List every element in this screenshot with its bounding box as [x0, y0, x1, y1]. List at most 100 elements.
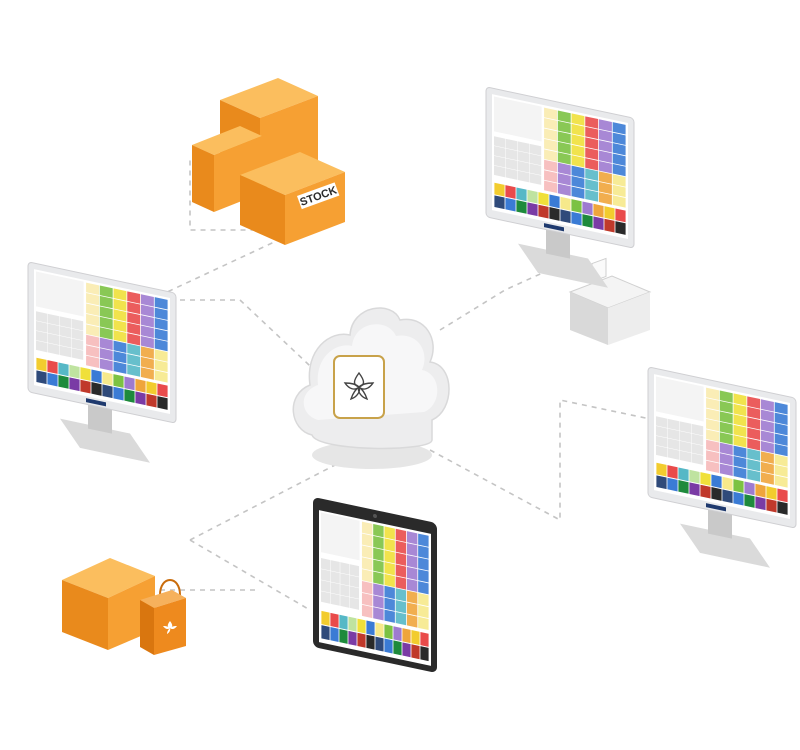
product-key: [406, 590, 418, 604]
function-key: [615, 221, 626, 235]
function-key: [157, 383, 168, 398]
product-key: [154, 297, 168, 310]
product-key: [571, 155, 585, 168]
brand-badge: [86, 398, 106, 407]
product-key: [571, 165, 585, 178]
function-key: [722, 489, 733, 504]
function-key: [411, 630, 420, 646]
function-key: [656, 475, 667, 490]
function-key: [357, 618, 366, 634]
product-key: [113, 288, 127, 301]
product-key: [361, 521, 373, 535]
function-key: [766, 486, 777, 500]
function-key: [36, 357, 47, 372]
product-key: [719, 400, 733, 414]
function-key: [420, 646, 429, 662]
keypad-key: [321, 569, 331, 582]
keypad-key: [330, 560, 340, 573]
function-key: [146, 381, 157, 395]
product-key: [418, 592, 429, 607]
product-key: [113, 351, 127, 364]
keypad-key: [505, 148, 518, 161]
product-key: [774, 423, 788, 436]
keypad-key: [529, 153, 542, 166]
product-key: [612, 163, 626, 177]
function-key: [604, 218, 615, 233]
product-key: [373, 583, 384, 597]
keypad-key: [691, 443, 704, 456]
product-key: [99, 295, 113, 309]
function-key: [157, 396, 168, 410]
product-key: [418, 616, 429, 631]
pos-monitor-right: [647, 367, 797, 568]
product-key: [99, 348, 113, 361]
function-key: [538, 192, 549, 206]
function-key: [91, 382, 102, 396]
keypad-key: [321, 580, 331, 593]
product-key: [99, 306, 113, 319]
function-key: [102, 371, 113, 386]
product-key: [719, 463, 733, 476]
product-key: [140, 304, 154, 318]
product-key: [585, 168, 599, 181]
function-key: [393, 640, 402, 656]
function-key: [357, 632, 366, 648]
product-key: [598, 192, 612, 205]
function-key: [375, 622, 384, 638]
product-key: [418, 604, 429, 619]
product-key: [598, 160, 612, 174]
keypad-key: [679, 450, 692, 463]
function-key: [348, 616, 357, 632]
product-key: [373, 547, 384, 562]
keypad-key: [505, 138, 518, 151]
product-key: [557, 173, 571, 186]
product-key: [612, 122, 626, 135]
product-key: [113, 298, 127, 312]
pos-monitor-top-right: [485, 87, 635, 288]
product-key: [418, 581, 429, 595]
product-key: [127, 322, 141, 336]
function-key: [700, 472, 711, 486]
product-key: [571, 134, 585, 147]
product-key: [544, 138, 557, 152]
function-key: [604, 206, 615, 220]
function-key: [69, 377, 80, 392]
function-key: [571, 199, 582, 213]
function-key: [527, 189, 538, 204]
product-key: [747, 458, 761, 472]
product-key: [706, 387, 719, 400]
function-key: [711, 474, 722, 489]
keypad-key: [679, 421, 692, 434]
product-key: [706, 429, 719, 442]
product-key: [418, 545, 429, 559]
product-key: [154, 338, 168, 352]
product-key: [760, 472, 774, 485]
product-key: [733, 414, 747, 427]
keypad-key: [517, 151, 530, 163]
function-key: [678, 467, 689, 482]
keypad-key: [330, 582, 340, 595]
product-key: [557, 110, 571, 123]
product-key: [733, 424, 747, 438]
product-key: [113, 340, 127, 353]
keypad-key: [667, 428, 680, 441]
product-key: [598, 140, 612, 153]
product-key: [113, 361, 127, 374]
product-key: [612, 153, 626, 166]
product-key: [774, 454, 788, 467]
product-key: [99, 285, 113, 298]
product-key: [140, 367, 154, 380]
function-key: [667, 477, 678, 492]
keypad-key: [656, 435, 668, 448]
keypad-key: [59, 335, 72, 348]
product-key: [154, 349, 168, 362]
product-key: [544, 180, 557, 194]
connector-top-right-monitor: [439, 264, 561, 331]
product-key: [154, 307, 168, 320]
product-key: [557, 183, 571, 196]
function-key: [582, 201, 593, 216]
function-key: [384, 638, 393, 654]
product-key: [86, 355, 99, 369]
receipt-printer: [568, 257, 652, 345]
function-key: [330, 627, 339, 642]
